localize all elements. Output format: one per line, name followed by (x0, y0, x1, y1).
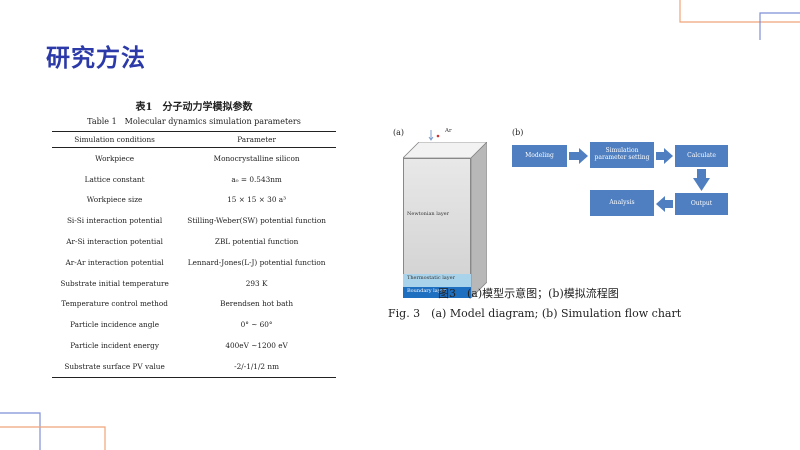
table-row: Temperature control method Berendsen hot … (52, 294, 336, 315)
box-top-face (403, 142, 487, 158)
table-cell: Temperature control method (61, 299, 168, 309)
particle-arrow-icon (428, 130, 440, 141)
table-cell: -2/-1/1/2 nm (177, 355, 336, 378)
corner-decoration-bottom-left (0, 412, 106, 450)
table-caption-cn: 表1 分子动力学模拟参数 (135, 102, 253, 113)
panel-label-b: (b) (512, 128, 524, 137)
table-cell: Substrate initial temperature (60, 278, 169, 288)
flow-arrows (569, 148, 710, 212)
table-row: Substrate surface PV value-2/-1/1/2 nm (52, 355, 336, 378)
table-row: Lattice constant a₀ = 0.543nm (52, 169, 336, 190)
box-side-face (471, 142, 487, 298)
table-cell: 400eV ~1200 eV (225, 341, 288, 351)
flow-box-modeling: Modeling (512, 145, 567, 167)
table-cell: Monocrystalline silicon (213, 153, 300, 163)
table-row: Particle incidence angle 0° ~ 60° (52, 314, 336, 335)
table-cell: Si-Si interaction potential (66, 216, 163, 226)
table-cell: 0° ~ 60° (240, 320, 273, 330)
table-header-row: Simulation conditions Parameter (52, 131, 336, 148)
parameter-table: Simulation conditions Parameter Workpiec… (52, 131, 336, 378)
panel-label-a: (a) (393, 128, 405, 137)
table-row: Ar-Ar interaction potential Lennard-Jones… (52, 252, 336, 273)
table-cell: Ar-Si interaction potential (66, 237, 163, 247)
table-cell: a₀ = 0.543nm (231, 174, 282, 184)
table-cell: Workpiece (95, 153, 135, 163)
flow-box-sim-setting: Simulation parameter setting (590, 142, 654, 168)
table-row: Workpiece Monocrystalline silicon (52, 148, 336, 169)
boundary-layer (403, 287, 471, 298)
table-caption-en: Table 1 Molecular dynamics simulation pa… (87, 117, 301, 126)
corner-decoration-top-right (679, 0, 800, 40)
parameter-table-block: 表1 分子动力学模拟参数 Table 1 Molecular dynamics … (52, 98, 336, 378)
table-cell: Ar-Ar interaction potential (65, 257, 164, 267)
figure-block: (a) (b) Ar Newtonian layer Thermostatic … (388, 124, 734, 324)
table-cell: Berendsen hot bath (220, 299, 294, 309)
table-cell: Particle incidence angle (70, 320, 160, 330)
table-header: Parameter (177, 131, 336, 148)
table-cell: ZBL potential function (214, 237, 299, 247)
particle-label: Ar (445, 128, 452, 134)
flow-arrow-icon (656, 148, 673, 164)
table-cell: Workpiece size (86, 195, 143, 205)
table-cell: Substrate surface PV value (52, 355, 178, 378)
flow-box-analysis: Analysis (590, 190, 654, 216)
layer-label-thermostatic: Thermostatic layer (407, 275, 455, 281)
table-row: Particle incident energy 400eV ~1200 eV (52, 335, 336, 356)
table-row: Si-Si interaction potential Stilling-Webe… (52, 210, 336, 231)
figure-caption-cn: 图3 (a)模型示意图；(b)模拟流程图 (438, 287, 619, 300)
flow-arrow-icon (656, 196, 673, 212)
flow-box-output: Output (675, 193, 728, 215)
table-cell: Lattice constant (84, 174, 145, 184)
table-cell: Lennard-Jones(L-J) potential function (187, 257, 326, 267)
table-cell: Stilling-Weber(SW) potential function (187, 216, 326, 226)
flow-box-calculate: Calculate (675, 145, 728, 167)
table-row: Workpiece size 15 × 15 × 30 a³ (52, 190, 336, 211)
flow-arrow-icon (693, 169, 710, 191)
table-row: Ar-Si interaction potential ZBL potential… (52, 231, 336, 252)
figure-caption-en: Fig. 3 (a) Model diagram; (b) Simulation… (388, 307, 682, 320)
slide-title: 研究方法 (46, 44, 146, 72)
layer-label-newtonian: Newtonian layer (407, 211, 449, 217)
thermostatic-layer (403, 274, 471, 287)
table-cell: Particle incident energy (70, 341, 159, 351)
layer-label-boundary: Boundary layer (407, 288, 446, 294)
table-cell: 293 K (245, 278, 268, 288)
table-header: Simulation conditions (52, 131, 178, 148)
table-row: Substrate initial temperature 293 K (52, 273, 336, 294)
table-cell: 15 × 15 × 30 a³ (227, 195, 287, 205)
flow-arrow-icon (569, 148, 588, 164)
